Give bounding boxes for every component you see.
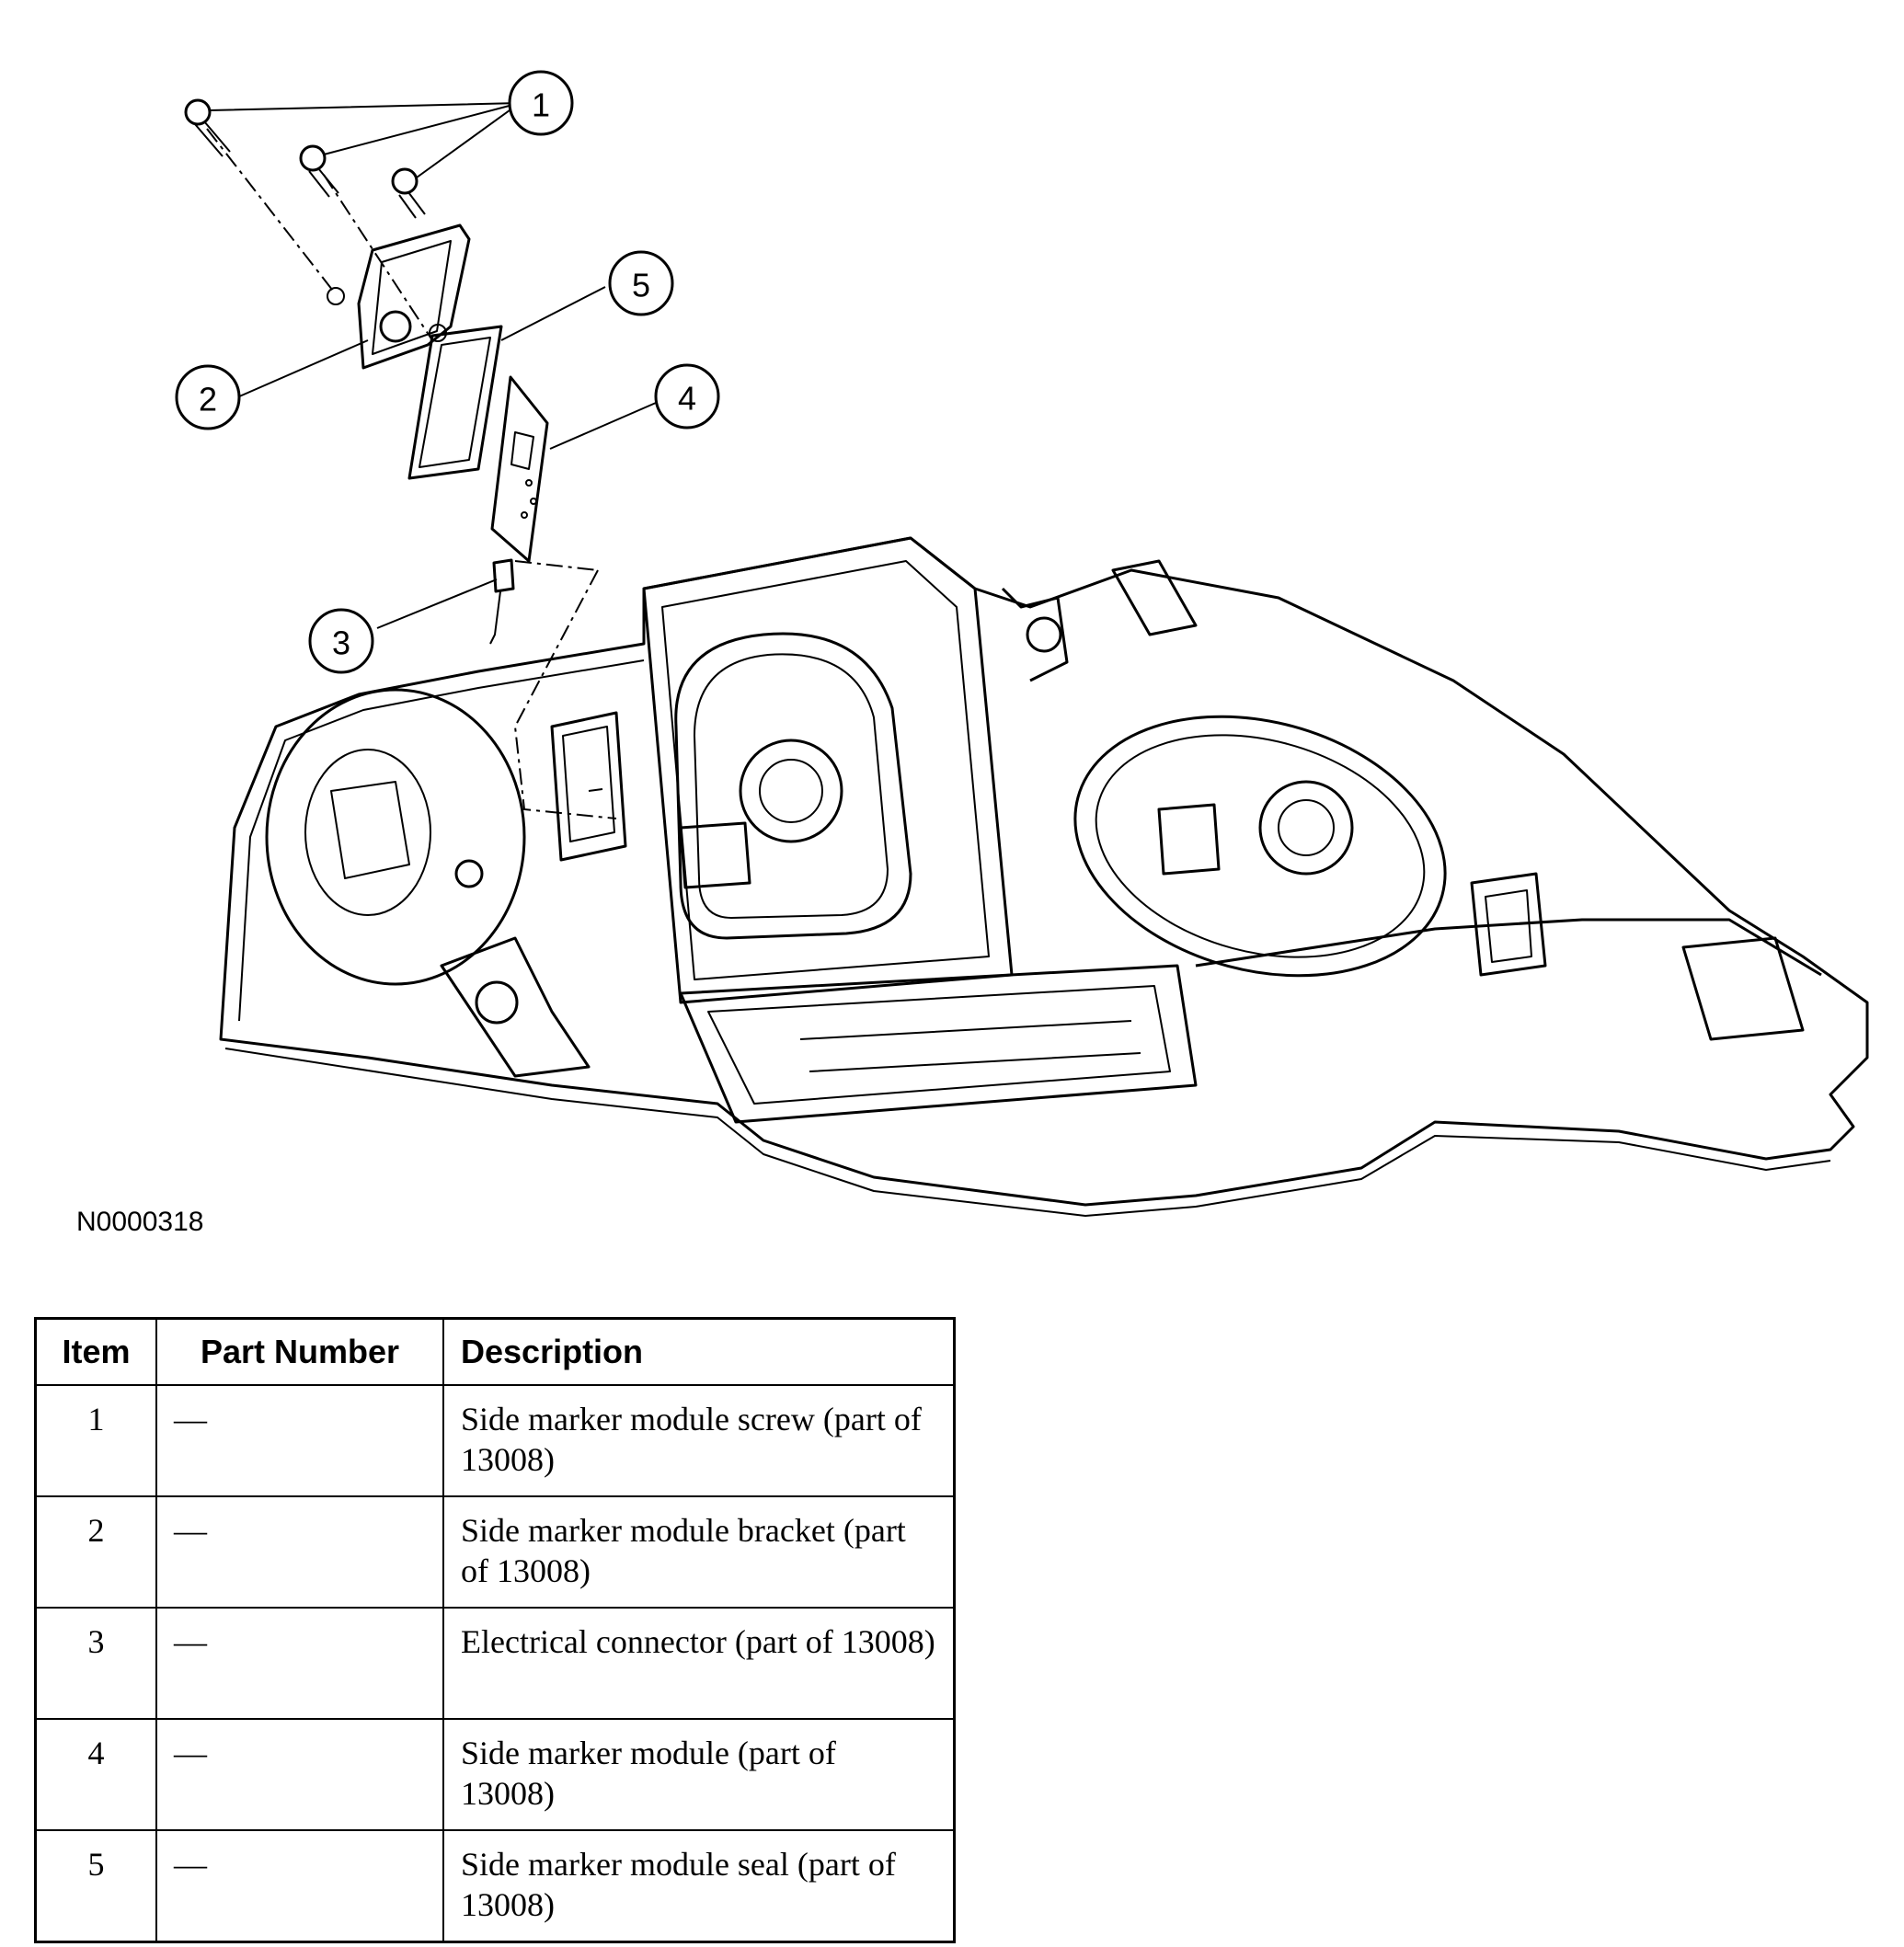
table-row: 1 — Side marker module screw (part of 13… <box>34 1384 956 1497</box>
assembly-guide-lines <box>206 128 617 819</box>
screw-1c <box>391 167 426 219</box>
leader-lines <box>209 102 657 629</box>
row-part-number: — <box>155 1607 444 1720</box>
header-item: Item <box>34 1317 157 1386</box>
table-row: 2 — Side marker module bracket (part of … <box>34 1495 956 1609</box>
callout-4: 4 <box>654 363 720 429</box>
table-header-row: Item Part Number Description <box>34 1317 956 1386</box>
svg-text:4: 4 <box>678 380 696 418</box>
headlamp-housing <box>219 536 1869 1217</box>
svg-text:1: 1 <box>532 86 550 124</box>
row-description: Side marker module seal (part of 13008) <box>442 1829 956 1943</box>
table-row: 4 — Side marker module (part of 13008) <box>34 1718 956 1831</box>
parts-table: Item Part Number Description 1 — Side ma… <box>34 1317 956 1943</box>
row-item: 4 <box>34 1718 157 1831</box>
electrical-connector <box>489 558 515 645</box>
row-item: 3 <box>34 1607 157 1720</box>
row-part-number: — <box>155 1829 444 1943</box>
callout-2: 2 <box>175 364 241 430</box>
side-marker-module <box>490 375 549 563</box>
table-row: 3 — Electrical connector (part of 13008) <box>34 1607 956 1720</box>
header-description: Description <box>442 1317 956 1386</box>
row-item: 5 <box>34 1829 157 1943</box>
callout-3: 3 <box>308 608 374 674</box>
table-row: 5 — Side marker module seal (part of 130… <box>34 1829 956 1943</box>
module-seal <box>407 325 503 480</box>
callout-1: 1 <box>508 70 574 136</box>
figure-id: N0000318 <box>76 1207 204 1237</box>
row-part-number: — <box>155 1384 444 1497</box>
headlamp-exploded-diagram: 1 2 3 4 5 <box>175 70 1869 1217</box>
row-description: Side marker module (part of 13008) <box>442 1718 956 1831</box>
svg-text:3: 3 <box>332 624 350 662</box>
svg-text:5: 5 <box>632 267 650 304</box>
row-description: Electrical connector (part of 13008) <box>442 1607 956 1720</box>
row-item: 1 <box>34 1384 157 1497</box>
screw-1b <box>299 144 339 198</box>
module-bracket <box>327 223 471 370</box>
callout-5: 5 <box>608 250 674 316</box>
row-part-number: — <box>155 1495 444 1609</box>
svg-text:2: 2 <box>199 381 217 418</box>
row-item: 2 <box>34 1495 157 1609</box>
row-description: Side marker module screw (part of 13008) <box>442 1384 956 1497</box>
row-part-number: — <box>155 1718 444 1831</box>
screw-1a <box>184 98 231 157</box>
row-description: Side marker module bracket (part of 1300… <box>442 1495 956 1609</box>
header-part-number: Part Number <box>155 1317 444 1386</box>
